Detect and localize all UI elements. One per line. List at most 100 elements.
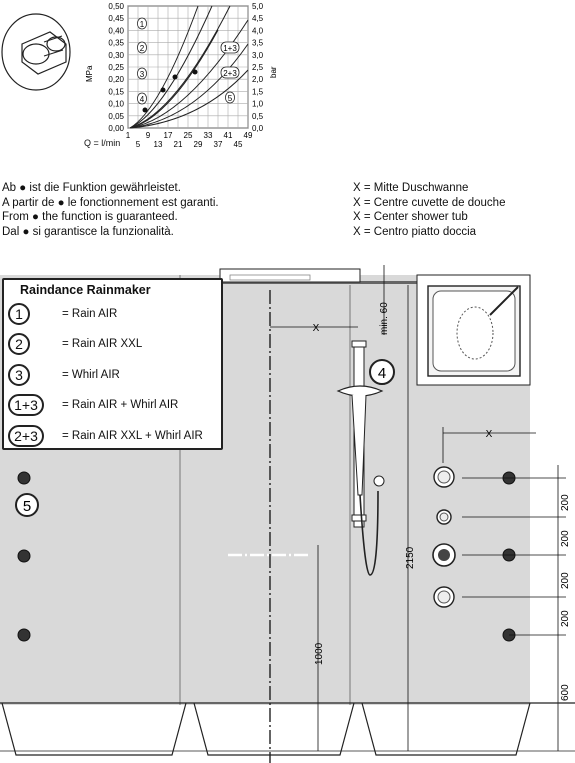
legend-item-2-3: 2+3 = Rain AIR XXL + Whirl AIR [8,423,203,449]
y-right-unit: bar [269,66,278,78]
curve-6 [129,43,249,129]
y-left-tick: 0,45 [108,14,124,23]
badge-1-3: 1+3 [8,394,44,416]
dim-200-b: 200 [560,530,571,547]
y-left-tick: 0,05 [108,112,124,121]
function-dot [172,74,178,80]
x-tick-top: 41 [224,131,233,140]
dim-2150: 2150 [405,546,416,569]
legend-item-1: 1 = Rain AIR [8,301,117,327]
y-left-tick: 0,40 [108,26,124,35]
note-en: From ● the function is guaranteed. [2,211,178,224]
dim-1000: 1000 [314,642,325,665]
y-right-tick: 1,5 [252,87,264,96]
legend-item-2: 2 = Rain AIR XXL [8,331,142,357]
y-right-tick: 2,0 [252,75,264,84]
curve-4 [129,29,219,129]
curve-label-badge [137,41,147,54]
y-right-tick: 3,5 [252,39,264,48]
y-right-tick: 0,5 [252,112,264,121]
function-dot [192,69,198,75]
notes-right: X = Mitte Duschwanne X = Centre cuvette … [353,181,505,239]
x-tick-bottom: 5 [136,140,141,149]
x-tick-top: 17 [164,131,173,140]
curve-label: 2 [140,44,145,53]
dim-200-d: 200 [560,610,571,627]
y-left-tick: 0,00 [108,124,124,133]
y-right-tick: 3,0 [252,51,264,60]
x-tick-bottom: 21 [174,140,183,149]
curve-3 [129,5,231,129]
legend-item-3: 3 = Whirl AIR [8,362,120,388]
shower-hose [359,490,379,576]
legend-label-2-3: = Rain AIR XXL + Whirl AIR [62,430,203,442]
note-x-de: X = Mitte Duschwanne [353,182,469,194]
curve-label-badge [137,92,147,105]
notes-left: Ab ● ist die Funktion gewährleistet. A p… [2,181,219,239]
curve-label-badge [137,67,147,80]
note-de: Ab ● ist die Funktion gewährleistet. [2,182,181,194]
y-right-tick: 4,5 [252,14,264,23]
y-left-tick: 0,35 [108,39,124,48]
x-mark-top: X [313,323,320,334]
y-right-tick: 0,0 [252,124,264,133]
shower-tray [0,702,575,756]
curve-label-badge [225,91,235,104]
note-x-fr: X = Centre cuvette de douche [353,196,506,209]
y-left-tick: 0,25 [108,63,124,72]
x-tick-top: 49 [244,131,253,140]
x-tick-bottom: 13 [154,140,163,149]
x-tick-bottom: 37 [214,140,223,149]
note-it: Dal ● si garantisce la funzionalità. [2,225,174,238]
outlet-left-3 [17,628,31,642]
x-axis-label: Q = l/min [84,138,121,148]
legend-label-1-3: = Rain AIR + Whirl AIR [62,399,179,411]
curve-label: 1 [140,20,145,29]
curve-7 [129,69,249,129]
function-dot [142,107,148,113]
badge-2-3: 2+3 [8,425,44,447]
hand-shower-head [336,385,384,397]
x-tick-top: 1 [126,131,131,140]
curve-label: 1+3 [223,44,237,53]
note-x-it: X = Centro piatto doccia [353,225,477,238]
note-fr: A partir de ● le fonctionnement est gara… [2,196,219,209]
outlet-left-1 [17,471,31,485]
legend-title: Raindance Rainmaker [20,283,151,297]
x-tick-top: 9 [146,131,151,140]
dim-600: 600 [560,684,571,701]
min-60-label: min. 60 [379,302,390,335]
curve-label-badge [220,66,240,79]
curve-label-badge [137,17,147,30]
x-mark-right: X [486,429,493,440]
y-left-tick: 0,30 [108,51,124,60]
badge-1: 1 [8,303,30,325]
curve-label: 2+3 [223,69,237,78]
legend-label-2: = Rain AIR XXL [62,338,143,350]
legend-label-3: = Whirl AIR [62,369,120,381]
x-tick-bottom: 29 [194,140,203,149]
flow-chart: 0,50 5,0 0,45 4,5 0,40 4,0 0,35 3,5 0,30 3,0 0,25 2… [85,2,278,149]
badge-3: 3 [8,364,30,386]
y-left-tick: 0,50 [108,2,124,11]
legend-box: Raindance Rainmaker 1 = Rain AIR 2 = Rai… [2,278,223,450]
y-left-unit: MPa [85,65,94,82]
badge-2: 2 [8,333,30,355]
y-left-tick: 0,15 [108,87,124,96]
y-left-tick: 0,10 [108,100,124,109]
x-tick-top: 25 [184,131,193,140]
y-right-tick: 5,0 [252,2,264,11]
y-right-tick: 1,0 [252,100,264,109]
callout-5: 5 [23,498,31,515]
x-tick-top: 33 [204,131,213,140]
x-tick-bottom: 45 [234,140,243,149]
dim-200-a: 200 [560,494,571,511]
function-dot [160,87,166,93]
legend-item-1-3: 1+3 = Rain AIR + Whirl AIR [8,392,178,418]
curve-5 [129,19,249,129]
note-x-en: X = Center shower tub [353,211,468,224]
thermostat-illustration [1,13,71,91]
y-right-tick: 4,0 [252,26,264,35]
callout-4: 4 [378,365,386,382]
dim-200-c: 200 [560,572,571,589]
